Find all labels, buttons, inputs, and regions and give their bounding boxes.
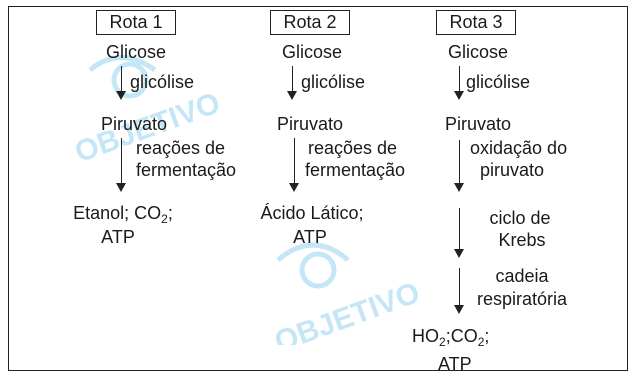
route-1-arrow-fermentacao bbox=[116, 138, 126, 192]
route-3-step4-line1: cadeia bbox=[495, 266, 549, 286]
route-2-title: Rota 2 bbox=[270, 10, 350, 35]
route-1-arrow-glicolise bbox=[116, 66, 126, 100]
route-1-step2-line2: fermentação bbox=[136, 160, 237, 180]
route-1-title: Rota 1 bbox=[96, 10, 176, 35]
route-3-product-a-sub: 2 bbox=[439, 335, 446, 349]
route-1-product-line1: Etanol; CO2; bbox=[73, 203, 173, 226]
route-3-product-a: HO bbox=[412, 326, 439, 346]
route-3-step3-line1: ciclo de bbox=[489, 208, 551, 228]
route-1-glicose: Glicose bbox=[105, 42, 167, 62]
route-2-arrow-glicolise bbox=[287, 66, 297, 100]
route-3-title: Rota 3 bbox=[436, 10, 516, 35]
route-3-step2-line2: piruvato bbox=[480, 160, 545, 180]
route-2-glicolise-label: glicólise bbox=[301, 72, 366, 92]
route-3-arrow-cadeia bbox=[454, 268, 464, 314]
route-3-arrow-krebs bbox=[454, 208, 464, 258]
route-2-arrow-fermentacao bbox=[289, 138, 299, 192]
route-3-glicolise-label: glicólise bbox=[466, 72, 531, 92]
route-3-product-b-sub: 2 bbox=[477, 335, 485, 349]
route-1-product-sub: 2 bbox=[161, 212, 168, 226]
route-2-step2-line2: fermentação bbox=[305, 160, 406, 180]
route-3-step3-line2: Krebs bbox=[498, 230, 546, 250]
route-3-step4-line2: respiratória bbox=[476, 289, 568, 309]
route-1-product-tail: ; bbox=[167, 203, 173, 223]
route-1-glicolise-label: glicólise bbox=[130, 72, 195, 92]
route-2-glicose: Glicose bbox=[281, 42, 343, 62]
route-2-product-line2: ATP bbox=[293, 227, 327, 247]
route-2-piruvato: Piruvato bbox=[276, 114, 344, 134]
route-3-glicose: Glicose bbox=[447, 42, 509, 62]
route-2-product-line1: Ácido Lático; bbox=[260, 203, 364, 223]
route-1-product-main: Etanol; CO bbox=[73, 203, 162, 223]
route-2-step2-line1: reações de bbox=[308, 138, 398, 158]
diagram-frame bbox=[8, 6, 628, 371]
route-3-product-line2: ATP bbox=[438, 354, 472, 374]
route-3-piruvato: Piruvato bbox=[444, 114, 512, 134]
route-3-arrow-glicolise bbox=[454, 66, 464, 100]
route-1-step2-line1: reações de bbox=[136, 138, 226, 158]
route-3-product-b: ;CO bbox=[445, 326, 478, 346]
route-1-piruvato: Piruvato bbox=[100, 114, 168, 134]
route-1-product-line2: ATP bbox=[101, 227, 135, 247]
route-3-product-c: ; bbox=[484, 326, 490, 346]
route-3-step2-line1: oxidação do bbox=[470, 138, 568, 158]
route-3-arrow-oxidacao bbox=[454, 140, 464, 192]
route-3-product-line1: HO2;CO2; bbox=[412, 326, 490, 349]
